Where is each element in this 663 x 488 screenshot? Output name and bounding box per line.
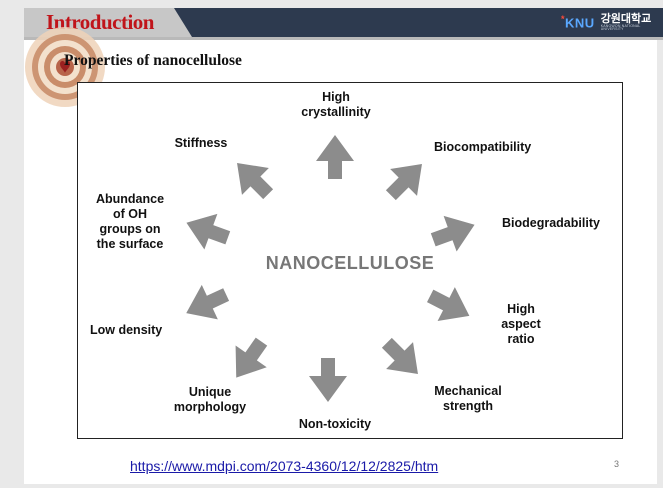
slide-subtitle: Properties of nanocellulose [64,52,242,69]
university-logo: *KNU 강원대학교 KANGWON NATIONAL UNIVERSITY [561,12,663,32]
label-non-toxicity: Non-toxicity [298,417,372,431]
label-unique-morphology: Unique morphology [173,385,247,414]
knu-logo-text: KNU [565,15,595,31]
arrow-left-lower-icon [178,277,235,331]
arrow-up-left-icon [223,149,282,208]
label-low-density: Low density [90,323,163,337]
header-accent-line [24,37,663,40]
arrow-left-upper-icon [179,204,235,256]
logo-star-icon: * [561,13,566,24]
properties-diagram: NANOCELLULOSE High crystallinity Biocomp… [77,82,623,439]
arrow-right-lower-icon [421,278,479,333]
label-abundance-oh-groups: Abundance of OH groups on the surface [95,192,165,251]
target-bullet-icon [25,27,105,107]
center-label: NANOCELLULOSE [265,253,435,273]
knu-name-block: 강원대학교 KANGWON NATIONAL UNIVERSITY [601,13,663,32]
arrow-down-right-icon [373,329,432,388]
arrow-down-icon [309,358,347,402]
source-link[interactable]: https://www.mdpi.com/2073-4360/12/12/282… [130,458,439,474]
page-number: 3 [614,459,620,469]
arrow-up-icon [316,135,354,179]
label-mechanical-strength: Mechanical strength [434,384,502,413]
label-high-crystallinity: High crystallinity [301,90,371,119]
label-biodegradability: Biodegradability [502,216,600,230]
label-stiffness: Stiffness [174,136,228,150]
knu-logo-mark: *KNU [561,14,595,30]
arrow-up-right-icon [377,150,436,209]
university-name-english: KANGWON NATIONAL UNIVERSITY [600,23,641,31]
label-biocompatibility: Biocompatibility [434,140,532,154]
arrow-down-left-icon [220,330,278,389]
label-high-aspect-ratio: High aspect ratio [501,302,541,346]
university-name: 강원대학교 [600,11,652,25]
arrow-right-upper-icon [426,206,482,258]
